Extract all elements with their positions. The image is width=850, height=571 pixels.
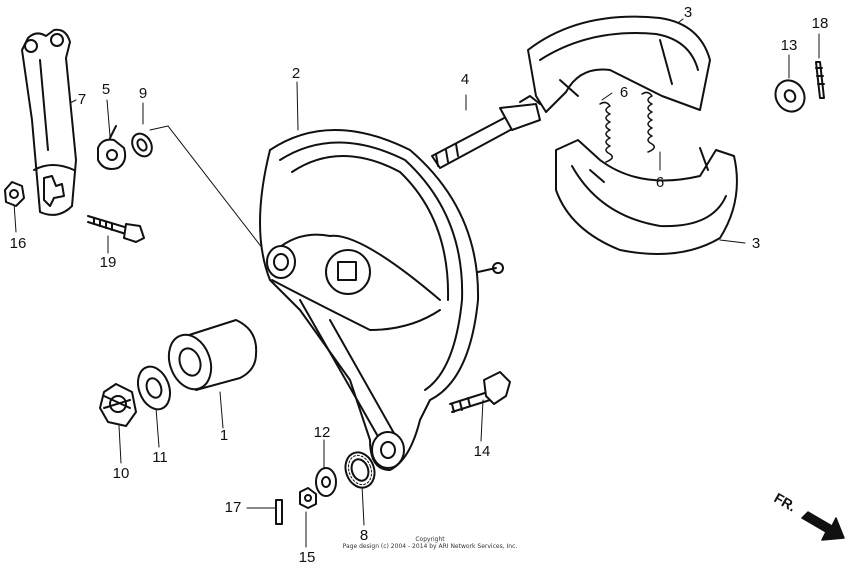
label-part-2[interactable]: 2 <box>291 65 301 82</box>
label-part-15[interactable]: 15 <box>298 549 316 566</box>
label-part-8[interactable]: 8 <box>359 527 369 544</box>
brake-cam-part-4 <box>431 95 541 169</box>
label-part-7[interactable]: 7 <box>77 91 87 108</box>
label-part-3-upper[interactable]: 3 <box>683 4 693 21</box>
cotter-pin-part-17 <box>275 499 283 525</box>
label-part-18[interactable]: 18 <box>811 15 829 32</box>
copyright-line-1: Copyright <box>415 536 445 543</box>
brake-arm-part-7 <box>21 28 77 216</box>
washer-part-12 <box>315 467 337 497</box>
brake-shoe-part-3-upper <box>527 15 711 113</box>
seal-part-9 <box>131 132 153 158</box>
washer-part-13 <box>774 79 806 113</box>
copyright-notice: Copyright Page design (c) 2004 - 2014 by… <box>330 536 530 550</box>
label-part-11[interactable]: 11 <box>152 449 168 466</box>
label-part-5[interactable]: 5 <box>101 81 111 98</box>
label-part-4[interactable]: 4 <box>460 71 470 88</box>
label-part-19[interactable]: 19 <box>99 254 117 271</box>
front-direction-arrow <box>801 511 845 541</box>
bolt-part-14 <box>449 371 511 413</box>
label-part-17[interactable]: 17 <box>224 499 242 516</box>
nut-part-16 <box>4 181 25 207</box>
label-part-9[interactable]: 9 <box>138 85 148 102</box>
brake-shoe-part-3-lower <box>555 139 738 255</box>
copyright-line-2: Page design (c) 2004 - 2014 by ARI Netwo… <box>342 543 518 550</box>
label-part-13[interactable]: 13 <box>780 37 798 54</box>
spring-part-6-right <box>641 91 655 153</box>
brake-panel-part-2 <box>259 129 504 471</box>
label-part-6-lower[interactable]: 6 <box>655 174 665 191</box>
collar-part-1 <box>167 319 258 391</box>
spring-part-6-left <box>599 101 613 163</box>
nut-part-10 <box>99 383 137 427</box>
label-part-1[interactable]: 1 <box>219 427 229 444</box>
label-part-3-lower[interactable]: 3 <box>751 235 761 252</box>
seal-part-8 <box>344 451 376 489</box>
cotter-pin-part-18 <box>815 61 825 99</box>
label-part-10[interactable]: 10 <box>112 465 130 482</box>
indicator-plate-part-5 <box>97 125 127 170</box>
washer-part-11 <box>137 365 171 411</box>
nut-part-15 <box>299 487 317 509</box>
label-part-14[interactable]: 14 <box>473 443 491 460</box>
bolt-part-19 <box>87 215 145 243</box>
label-part-12[interactable]: 12 <box>313 424 331 441</box>
label-part-16[interactable]: 16 <box>9 235 27 252</box>
label-part-6-upper[interactable]: 6 <box>619 84 629 101</box>
